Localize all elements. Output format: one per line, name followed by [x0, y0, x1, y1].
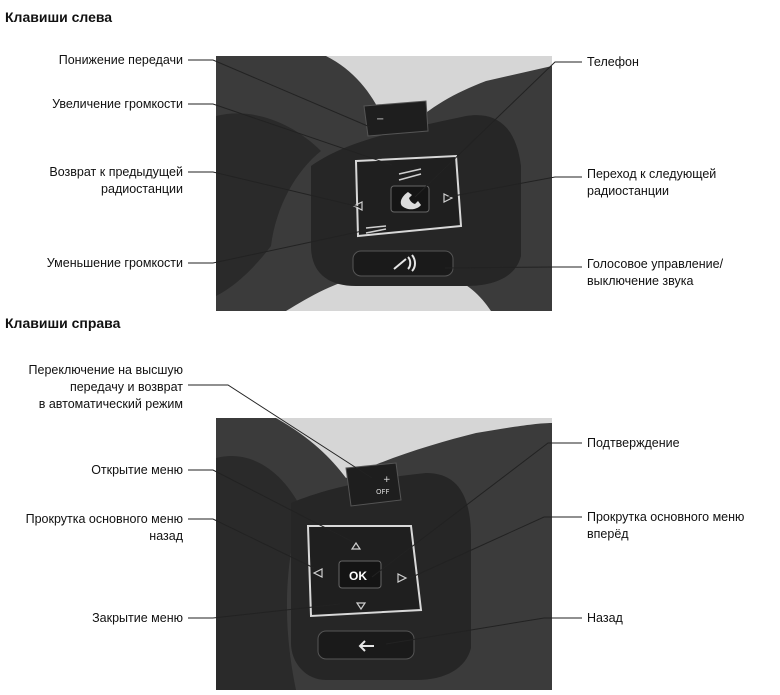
arrow-left-icon	[312, 568, 323, 578]
label-upshift-line3: в автоматический режим	[38, 397, 183, 411]
label-voice-line2: выключение звука	[587, 274, 694, 288]
ok-button[interactable]: OK	[349, 569, 367, 583]
voice-mute-icon	[393, 254, 416, 272]
label-upshift-line1: Переключение на высшую	[28, 363, 183, 377]
arrow-up-icon	[350, 541, 362, 550]
label-scroll-fwd-line2: вперёд	[587, 527, 629, 541]
label-back: Назад	[587, 611, 623, 625]
paddle-minus-label: −	[376, 114, 384, 125]
volume-down-icon	[365, 225, 387, 234]
phone-icon	[400, 192, 421, 210]
paddle-off-label: OFF	[376, 488, 390, 496]
label-scroll-back-line1: Прокрутка основного меню	[25, 512, 183, 526]
label-scroll-fwd-line1: Прокрутка основного меню	[587, 510, 745, 524]
label-next-station-line2: радиостанции	[587, 184, 669, 198]
section-title-left-keys: Клавиши слева	[5, 9, 113, 25]
label-close-menu: Закрытие меню	[92, 611, 183, 625]
label-prev-station-line1: Возврат к предыдущей	[49, 165, 183, 179]
right-keys-photo: + OFF OK	[216, 418, 552, 690]
label-voice-line1: Голосовое управление/	[587, 257, 724, 271]
label-upshift-line2: передачу и возврат	[69, 380, 183, 394]
label-downshift: Понижение передачи	[58, 53, 183, 67]
left-keys-photo: −	[216, 56, 552, 311]
label-prev-station-line2: радиостанции	[101, 182, 183, 196]
paddle-minus-icon	[363, 100, 429, 137]
label-confirm: Подтверждение	[587, 436, 680, 450]
arrow-down-icon	[355, 602, 367, 611]
label-volume-down: Уменьшение громкости	[46, 256, 183, 270]
paddle-plus-icon	[345, 462, 402, 507]
label-next-station-line1: Переход к следующей	[587, 167, 717, 181]
back-arrow-icon	[358, 640, 374, 652]
label-phone: Телефон	[587, 55, 639, 69]
label-open-menu: Открытие меню	[91, 463, 183, 477]
label-volume-up: Увеличение громкости	[52, 97, 183, 111]
paddle-plus-label: +	[383, 475, 391, 485]
label-scroll-back-line2: назад	[149, 529, 183, 543]
section-title-right-keys: Клавиши справа	[5, 315, 121, 331]
